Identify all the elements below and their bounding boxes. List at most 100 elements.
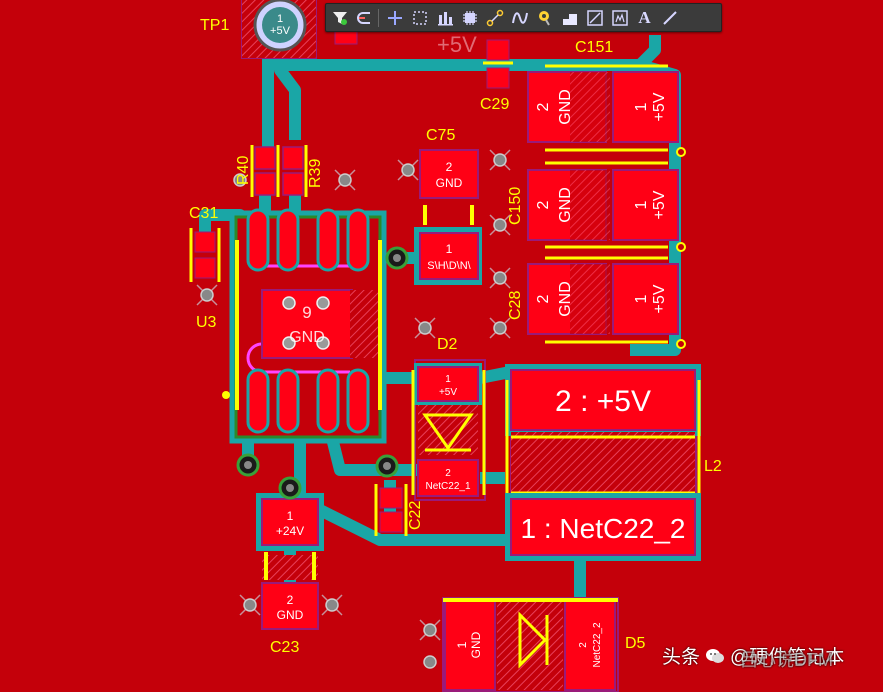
via[interactable] — [493, 218, 507, 232]
c28-gnd-net: GND — [557, 281, 574, 317]
r40-pad-top[interactable] — [254, 146, 276, 170]
ring-via[interactable] — [676, 147, 686, 157]
r40-pad-bottom[interactable] — [254, 172, 276, 196]
crosshair-tool-icon[interactable] — [383, 6, 406, 29]
ring-via[interactable] — [676, 339, 686, 349]
u3-pin[interactable] — [346, 368, 370, 434]
d2-pad-a[interactable] — [417, 366, 479, 402]
net-connect-icon[interactable] — [483, 6, 506, 29]
via[interactable] — [233, 173, 247, 187]
d5-pad-a-num: 1 — [455, 641, 469, 648]
c150-pad-5v[interactable] — [612, 169, 679, 241]
tp1-pad-net: +5V — [270, 25, 291, 37]
d2-pad-k-net: NetC22_1 — [425, 481, 470, 492]
designator-d2: D2 — [437, 336, 458, 353]
designator-r40: R40 — [235, 156, 252, 185]
u3-exposed-pad[interactable] — [261, 289, 353, 359]
via[interactable] — [493, 271, 507, 285]
via[interactable] — [423, 623, 437, 637]
dimension-tool-icon[interactable] — [608, 6, 631, 29]
trace-l2-b — [294, 440, 510, 546]
d5-pad-a[interactable] — [444, 599, 496, 691]
c28-pad-5v[interactable] — [612, 263, 679, 335]
u3-pin[interactable] — [276, 208, 300, 272]
c29-pad-top[interactable] — [486, 39, 510, 61]
c151-pad-5v[interactable] — [612, 71, 679, 143]
c75-pad-2[interactable] — [419, 149, 479, 199]
text-tool-icon[interactable]: A — [633, 6, 656, 29]
l2-pad-1[interactable] — [510, 498, 696, 556]
designator-c31: C31 — [189, 205, 218, 222]
l2-pad-1-label: 1 : NetC22_2 — [521, 513, 686, 544]
c151-hatch — [570, 72, 610, 142]
c150-hatch — [570, 170, 610, 240]
interactive-route-icon[interactable] — [508, 6, 531, 29]
route-tool-icon[interactable] — [353, 6, 376, 29]
l2-pad-2[interactable] — [510, 369, 696, 431]
u3-pin[interactable] — [316, 368, 340, 434]
trace-5v-top — [280, 35, 661, 71]
via[interactable] — [418, 321, 432, 335]
ring-via[interactable] — [676, 242, 686, 252]
u3-pin[interactable] — [246, 368, 270, 434]
u3-pin[interactable] — [246, 208, 270, 272]
align-tool-icon[interactable] — [433, 6, 456, 29]
select-rect-icon[interactable] — [408, 6, 431, 29]
c23-pad-2-net: GND — [277, 608, 304, 622]
c151-5v-num: 1 — [633, 102, 650, 111]
via[interactable] — [325, 598, 339, 612]
designator-u3: U3 — [196, 314, 217, 331]
filter-tool-icon[interactable] — [328, 6, 351, 29]
u3-thermal-via — [282, 296, 296, 310]
via[interactable] — [493, 153, 507, 167]
c150-5v-num: 1 — [633, 200, 650, 209]
u3-ep-num: 9 — [302, 303, 311, 322]
r39-pad-top[interactable] — [282, 146, 304, 170]
watermark-text: @硬件笔记本 — [730, 647, 845, 668]
tp1-pad[interactable] — [262, 7, 298, 43]
d5-pad-k[interactable] — [564, 599, 616, 691]
designator-d5: D5 — [625, 635, 646, 652]
c31-pad-top[interactable] — [194, 231, 216, 253]
via-tool-icon[interactable] — [533, 6, 556, 29]
c75-pad-1[interactable] — [419, 232, 479, 280]
l2-pad-2-label: 2 : +5V — [555, 385, 651, 418]
polygon-fill-icon[interactable] — [558, 6, 581, 29]
plated-via-hole — [286, 484, 294, 492]
component-tool-icon[interactable] — [458, 6, 481, 29]
c29-pad-bottom[interactable] — [486, 67, 510, 89]
designator-c150: C150 — [507, 187, 524, 225]
u3-pin[interactable] — [276, 368, 300, 434]
c75-pad-1-num: 1 — [446, 242, 453, 256]
l2-body-hatch — [511, 432, 695, 496]
r39-pad-bottom[interactable] — [282, 172, 304, 196]
toolbar-separator — [378, 8, 379, 27]
c23-pad-2-num: 2 — [287, 593, 294, 607]
c31-pad-bottom[interactable] — [194, 257, 216, 279]
via[interactable] — [338, 173, 352, 187]
c22-pad-top[interactable] — [379, 487, 403, 509]
c28-5v-num: 1 — [633, 294, 650, 303]
c23-pad-2[interactable] — [261, 582, 319, 630]
c75-pad-2-num: 2 — [446, 160, 453, 174]
u3-pin[interactable] — [316, 208, 340, 272]
c22-pad-bottom[interactable] — [379, 511, 403, 533]
u3-thermal-via — [282, 336, 296, 350]
line-tool-icon[interactable] — [658, 6, 681, 29]
c28-hatch — [570, 264, 610, 334]
d2-pad-a-net: +5V — [439, 387, 457, 398]
u3-pin1-mark — [222, 391, 230, 399]
via[interactable] — [243, 598, 257, 612]
keepout-tool-icon[interactable] — [583, 6, 606, 29]
via[interactable] — [493, 321, 507, 335]
d2-pad-k[interactable] — [417, 459, 479, 497]
via[interactable] — [423, 655, 437, 669]
via[interactable] — [401, 163, 415, 177]
c28-gnd-num: 2 — [535, 294, 552, 303]
d2-pad-k-num: 2 — [445, 468, 451, 479]
via[interactable] — [200, 288, 214, 302]
u3-pin[interactable] — [346, 208, 370, 272]
